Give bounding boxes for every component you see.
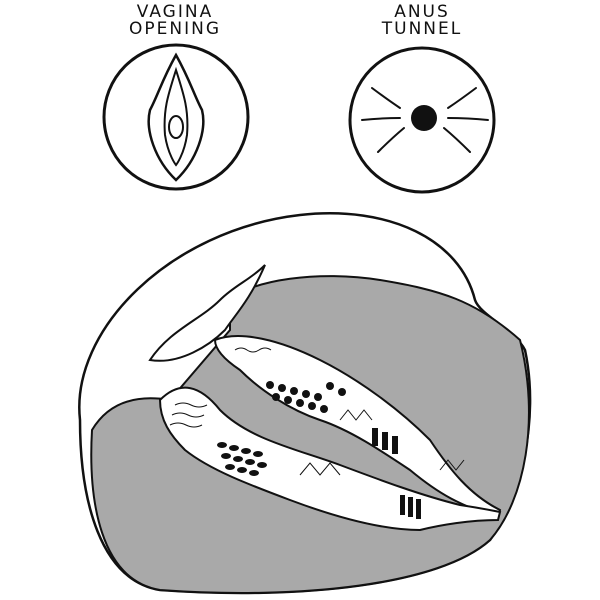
anus-texture-dots (266, 381, 398, 454)
label-line-1: VAGINA (136, 2, 214, 22)
vagina-opening-label: VAGINA OPENING (95, 4, 255, 38)
cross-section-illustration (78, 212, 532, 595)
anus-tunnel-icon (348, 46, 496, 194)
label-line-1: ANUS (394, 2, 450, 22)
label-line-2: OPENING (129, 19, 221, 39)
texture-ridges (169, 347, 465, 476)
label-line-2: TUNNEL (381, 19, 463, 39)
vagina-opening-icon (102, 43, 250, 191)
anus-tunnel-label: ANUS TUNNEL (342, 4, 502, 38)
vagina-texture-dots (217, 442, 421, 519)
